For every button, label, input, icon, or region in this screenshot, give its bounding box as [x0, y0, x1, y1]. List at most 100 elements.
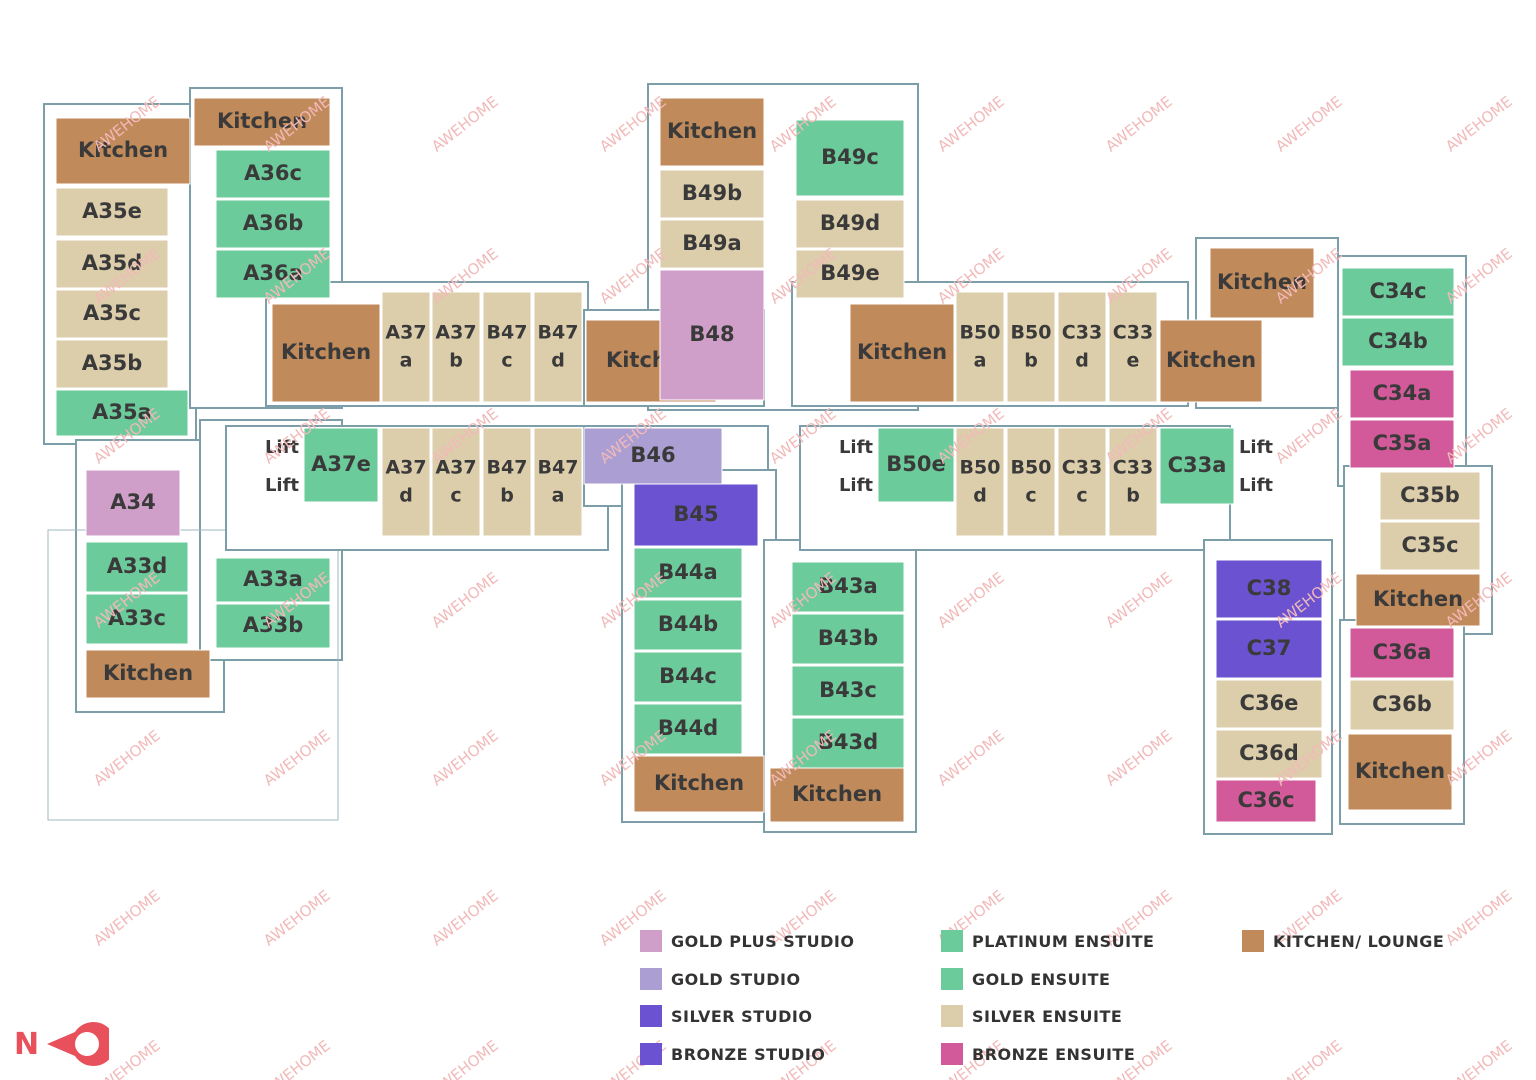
room-c35c: C35c — [1379, 521, 1481, 571]
room-label: B43a — [818, 574, 877, 598]
room-label: Kitchen — [1166, 348, 1256, 372]
room-c35a: C35a — [1349, 419, 1455, 469]
room-b43a: B43a — [791, 561, 905, 613]
room-b49d: B49d — [795, 199, 905, 249]
room-fill — [1215, 619, 1323, 679]
room-b45: B45 — [633, 483, 759, 547]
room-fill — [835, 429, 877, 467]
room-label: B47 — [487, 322, 528, 344]
room-label: Lift — [839, 475, 873, 496]
room-fill — [1347, 733, 1453, 811]
room-label: Kitchen — [78, 138, 168, 162]
room-c36d: C36d — [1215, 729, 1323, 779]
room-label: b — [500, 485, 514, 507]
room-label: B50e — [886, 452, 945, 476]
room-b49a: B49a — [659, 219, 765, 269]
room-fill — [1215, 729, 1323, 779]
room-fill — [1341, 267, 1455, 317]
room-fill — [633, 483, 759, 547]
room-label: Lift — [1239, 437, 1273, 458]
room-b44b: B44b — [633, 599, 743, 651]
room-label: c — [501, 350, 512, 372]
room-c34c: C34c — [1341, 267, 1455, 317]
room-fill — [1355, 573, 1481, 627]
room-k4: Kitchen — [271, 303, 381, 403]
room-label: A36a — [243, 261, 303, 285]
room-fill — [215, 199, 331, 249]
room-fill — [769, 767, 905, 823]
room-fill — [835, 467, 877, 505]
watermark-text: AWEHOME — [1442, 1037, 1516, 1080]
room-b47c: B47 c — [482, 291, 532, 403]
room-label: Lift — [839, 437, 873, 458]
room-fill — [1341, 317, 1455, 367]
room-liftb2: Lift — [835, 467, 877, 505]
room-a35a: A35a — [55, 389, 189, 437]
room-fill — [85, 593, 189, 645]
room-c34a: C34a — [1349, 369, 1455, 419]
legend-label: PLATINUM ENSUITE — [972, 931, 1155, 951]
room-label: d — [973, 485, 987, 507]
legend-item: SILVER STUDIO — [640, 1005, 812, 1027]
rooms-layer: KitchenKitchenA36cA36bA36aA35eA35dA35cA3… — [55, 97, 1481, 823]
watermark-text: AWEHOME — [1102, 93, 1176, 156]
room-label: Kitchen — [1217, 270, 1307, 294]
room-fill — [55, 187, 169, 237]
room-c36a: C36a — [1349, 627, 1455, 679]
room-c37: C37 — [1215, 619, 1323, 679]
room-fill — [791, 613, 905, 665]
room-b49b: B49b — [659, 169, 765, 219]
room-fill — [482, 291, 532, 403]
room-label: A34 — [110, 490, 155, 514]
room-label: Kitchen — [792, 782, 882, 806]
room-c34b: C34b — [1341, 317, 1455, 367]
room-a33d: A33d — [85, 541, 189, 593]
room-label: B49a — [682, 231, 741, 255]
room-k8: Kitchen — [769, 767, 905, 823]
room-fill — [381, 427, 431, 537]
room-label: B44b — [658, 612, 718, 636]
room-label: Kitchen — [1373, 587, 1463, 611]
legend-label: GOLD STUDIO — [671, 969, 801, 989]
room-fill — [1235, 467, 1277, 505]
legend-swatch — [941, 968, 963, 990]
room-fill — [431, 291, 481, 403]
room-label: d — [551, 350, 565, 372]
room-label: Kitchen — [1355, 759, 1445, 783]
room-label: B48 — [689, 322, 734, 346]
room-label: Kitchen — [667, 119, 757, 143]
watermark-text: AWEHOME — [428, 727, 502, 790]
room-label: C38 — [1247, 576, 1292, 600]
room-fill — [1349, 419, 1455, 469]
room-b50e: B50e — [877, 427, 955, 503]
room-fill — [633, 651, 743, 703]
room-fill — [1349, 627, 1455, 679]
room-c38: C38 — [1215, 559, 1323, 619]
legend-swatch — [640, 968, 662, 990]
room-label: Kitchen — [857, 340, 947, 364]
room-label: B49c — [821, 145, 879, 169]
room-label: B49e — [820, 261, 879, 285]
room-label: A37 — [435, 322, 476, 344]
room-label: c — [450, 485, 461, 507]
room-label: B50 — [960, 322, 1001, 344]
room-c35b: C35b — [1379, 471, 1481, 521]
legend-swatch — [640, 1005, 662, 1027]
room-fill — [215, 149, 331, 199]
room-a35d: A35d — [55, 239, 169, 289]
legend-label: BRONZE ENSUITE — [972, 1044, 1136, 1064]
room-fill — [795, 199, 905, 249]
watermark-text: AWEHOME — [428, 1037, 502, 1080]
watermark-text: AWEHOME — [1442, 93, 1516, 156]
room-b48: B48 — [659, 269, 765, 401]
north-indicator: N — [14, 1018, 110, 1070]
room-label: B44a — [658, 560, 717, 584]
room-label: B45 — [673, 502, 718, 526]
room-fill — [633, 547, 743, 599]
